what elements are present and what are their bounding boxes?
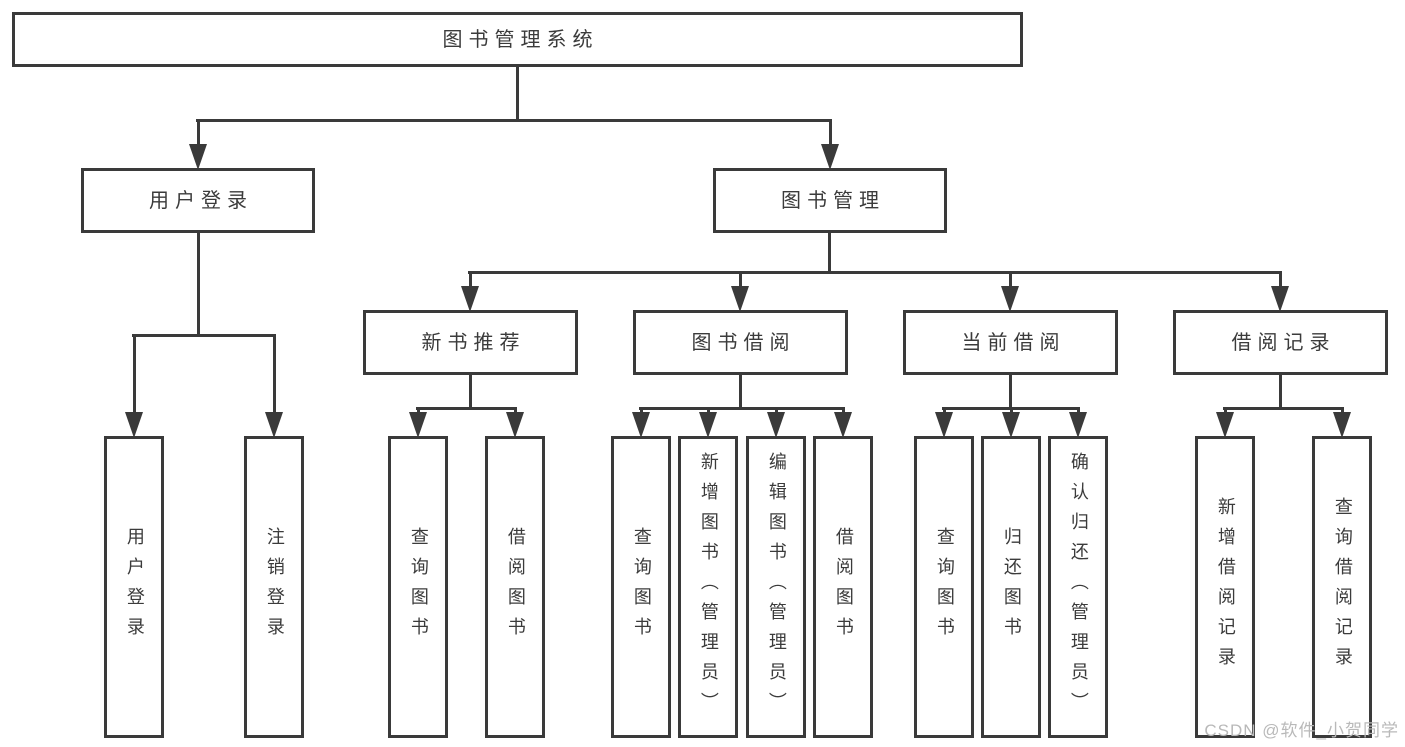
edge-root-to-book-mgmt-shaft <box>829 119 832 149</box>
arrowhead-records-add <box>1216 412 1234 438</box>
leaf-borrow-books-under-borrow-label: 借阅图书 <box>833 527 854 647</box>
leaf-edit-books-admin: 编辑图书（管理员） <box>746 436 806 738</box>
arrowhead-borrow-query <box>632 412 650 438</box>
edge-user-login-branch <box>132 334 276 337</box>
edge-user-login-stem <box>197 233 200 336</box>
edge-root-branch <box>196 119 832 122</box>
arrowhead-current-confirm <box>1069 412 1087 438</box>
leaf-logout-login-label: 注销登录 <box>264 527 285 647</box>
arrowhead-to-user-login <box>189 144 207 170</box>
edge-to-leaf-user-login-shaft <box>133 334 136 416</box>
leaf-query-borrow-record-label: 查询借阅记录 <box>1332 497 1353 677</box>
leaf-user-login-label: 用户登录 <box>124 527 145 647</box>
edge-book-borrow-branch <box>639 407 845 410</box>
leaf-query-books-under-recommend: 查询图书 <box>388 436 448 738</box>
edge-records-branch <box>1223 407 1344 410</box>
node-new-book-recommend-label: 新书推荐 <box>421 331 526 354</box>
node-new-book-recommend: 新书推荐 <box>363 310 578 375</box>
edge-to-book-borrow-shaft <box>739 271 742 291</box>
leaf-return-books: 归还图书 <box>981 436 1041 738</box>
leaf-add-borrow-record: 新增借阅记录 <box>1195 436 1255 738</box>
edge-book-mgmt-stem <box>828 233 831 273</box>
leaf-borrow-books-under-recommend: 借阅图书 <box>485 436 545 738</box>
leaf-return-books-label: 归还图书 <box>1001 527 1022 647</box>
node-current-borrow: 当前借阅 <box>903 310 1118 375</box>
node-library-system-label: 图书管理系统 <box>442 28 599 51</box>
edge-book-mgmt-branch <box>468 271 1282 274</box>
edge-to-borrow-records-shaft <box>1279 271 1282 291</box>
leaf-query-books-under-current-label: 查询图书 <box>934 527 955 647</box>
leaf-confirm-return-admin-label: 确认归还（管理员） <box>1068 452 1089 722</box>
node-book-borrow: 图书借阅 <box>633 310 848 375</box>
arrowhead-current-query <box>935 412 953 438</box>
edge-new-rec-branch <box>416 407 517 410</box>
arrowhead-current-return <box>1002 412 1020 438</box>
watermark: CSDN @软件_小贺同学 <box>1204 721 1399 740</box>
leaf-edit-books-admin-label: 编辑图书（管理员） <box>766 452 787 722</box>
arrowhead-newrec-query <box>409 412 427 438</box>
arrowhead-to-new-rec <box>461 286 479 312</box>
node-user-login-label: 用户登录 <box>149 189 253 212</box>
node-book-borrow-label: 图书借阅 <box>691 331 796 354</box>
edge-current-stem <box>1009 375 1012 409</box>
arrowhead-borrow-add <box>699 412 717 438</box>
edge-to-current-borrow-shaft <box>1009 271 1012 291</box>
leaf-add-borrow-record-label: 新增借阅记录 <box>1215 497 1236 677</box>
leaf-query-books-under-recommend-label: 查询图书 <box>408 527 429 647</box>
node-book-management-label: 图书管理 <box>781 189 885 212</box>
leaf-logout-login: 注销登录 <box>244 436 304 738</box>
leaf-add-books-admin-label: 新增图书（管理员） <box>698 452 719 722</box>
leaf-query-borrow-record: 查询借阅记录 <box>1312 436 1372 738</box>
leaf-query-books-under-current: 查询图书 <box>914 436 974 738</box>
edge-book-borrow-stem <box>739 375 742 409</box>
arrowhead-records-query <box>1333 412 1351 438</box>
node-book-management: 图书管理 <box>713 168 947 233</box>
arrowhead-to-current-borrow <box>1001 286 1019 312</box>
leaf-add-books-admin: 新增图书（管理员） <box>678 436 738 738</box>
leaf-borrow-books-under-recommend-label: 借阅图书 <box>505 527 526 647</box>
edge-records-stem <box>1279 375 1282 409</box>
edge-root-to-user-login-shaft <box>197 119 200 149</box>
leaf-query-books-under-borrow: 查询图书 <box>611 436 671 738</box>
leaf-borrow-books-under-borrow: 借阅图书 <box>813 436 873 738</box>
arrowhead-to-leaf-logout <box>265 412 283 438</box>
leaf-query-books-under-borrow-label: 查询图书 <box>631 527 652 647</box>
leaf-user-login: 用户登录 <box>104 436 164 738</box>
arrowhead-borrow-borrow <box>834 412 852 438</box>
edge-new-rec-stem <box>469 375 472 409</box>
arrowhead-newrec-borrow <box>506 412 524 438</box>
node-borrow-records: 借阅记录 <box>1173 310 1388 375</box>
arrowhead-to-leaf-user-login <box>125 412 143 438</box>
node-borrow-records-label: 借阅记录 <box>1231 331 1336 354</box>
node-library-system: 图书管理系统 <box>12 12 1023 67</box>
node-user-login: 用户登录 <box>81 168 315 233</box>
leaf-confirm-return-admin: 确认归还（管理员） <box>1048 436 1108 738</box>
arrowhead-borrow-edit <box>767 412 785 438</box>
node-current-borrow-label: 当前借阅 <box>961 331 1066 354</box>
edge-to-new-rec-shaft <box>469 271 472 291</box>
arrowhead-to-book-borrow <box>731 286 749 312</box>
arrowhead-to-book-mgmt <box>821 144 839 170</box>
arrowhead-to-borrow-records <box>1271 286 1289 312</box>
edge-to-leaf-logout-shaft <box>273 334 276 416</box>
edge-root-stem <box>516 67 519 121</box>
